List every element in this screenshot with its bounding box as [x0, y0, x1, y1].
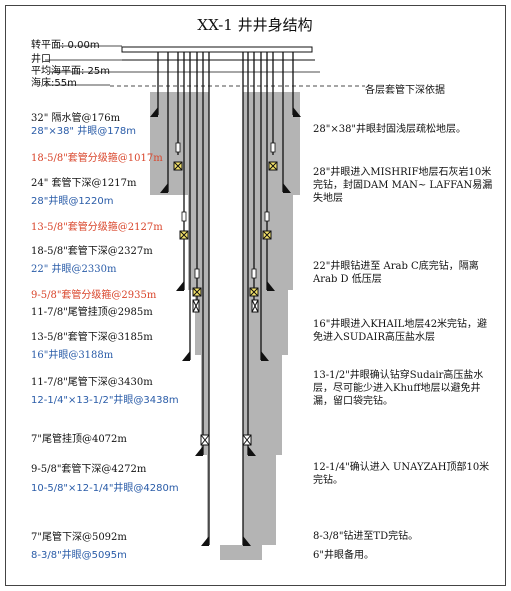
depth-label: 28"×38" 井眼@178m	[31, 126, 137, 137]
depth-label: 24" 套管下深@1217m	[31, 178, 137, 189]
depth-label: 16"井眼@3188m	[31, 350, 114, 361]
casing-reason-note: 28"×38"井眼封固浅层疏松地层。	[313, 124, 467, 135]
casing-reason-note: 13-1/2"井眼确认钻穿Sudair高压盐水层，尽可能少进入Khuff地层以避…	[313, 370, 484, 407]
collar-couplings	[175, 142, 276, 279]
depth-label: 13-5/8"套管下深@3185m	[31, 332, 153, 343]
casing-reason-note: 28"井眼进入MISHRIF地层石灰岩10米完钻，封固DAM MAN~ LAFF…	[313, 167, 493, 204]
depth-label: 13-5/8"套管分级箍@2127m	[31, 222, 163, 233]
wellhead-label: 井口	[31, 54, 51, 65]
depth-label: 8-3/8"井眼@5095m	[31, 550, 127, 561]
depth-label: 22" 井眼@2330m	[31, 264, 117, 275]
stage-collars	[173, 161, 278, 297]
seabed-label: 海床:55m	[31, 78, 77, 89]
wellhead-flange	[121, 46, 313, 53]
depth-label: 7"尾管下深@5092m	[31, 532, 127, 543]
depth-label: 28"井眼@1220m	[31, 196, 114, 207]
casing-reason-note: 16"井眼进入KHAIL地层42米完钻，避免进入SUDAIR高压盐水层	[313, 319, 488, 343]
depth-label: 10-5/8"×12-1/4"井眼@4280m	[31, 483, 179, 494]
rotary-table-label: 转平面: 0.00m	[31, 40, 100, 51]
depth-label: 9-5/8"套管下深@4272m	[31, 464, 147, 475]
casing-strings-right	[242, 52, 294, 545]
sea-level-label: 平均海平面: 25m	[31, 66, 111, 77]
diagram-title: XX-1 井井身结构	[197, 16, 313, 34]
depth-label: 7"尾管挂顶@4072m	[31, 434, 127, 445]
liner-hangers	[192, 299, 259, 446]
casing-reason-note: 22"井眼钻进至 Arab C底完钻，隔离Arab D 低压层	[313, 261, 479, 285]
depth-label: 32" 隔水管@176m	[31, 113, 121, 124]
casing-shoes	[150, 107, 301, 546]
casing-reason-note: 6"井眼备用。	[313, 550, 374, 561]
depth-label: 18-5/8"套管下深@2327m	[31, 246, 153, 257]
depth-label: 11-7/8"尾管下深@3430m	[31, 377, 153, 388]
casing-strings-left	[157, 52, 210, 545]
reference-note: 各层套管下深依据	[365, 85, 445, 96]
depth-label: 12-1/4"×13-1/2"井眼@3438m	[31, 395, 179, 406]
casing-reason-note: 12-1/4"确认进入 UNAYZAH顶部10米完钻。	[313, 462, 490, 486]
depth-label: 9-5/8"套管分级箍@2935m	[31, 290, 157, 301]
depth-label: 18-5/8"套管分级箍@1017m	[31, 153, 163, 164]
inner-bore	[209, 92, 243, 545]
casing-reason-note: 8-3/8"钻进至TD完钻。	[313, 531, 419, 542]
depth-label: 11-7/8"尾管挂顶@2985m	[31, 307, 153, 318]
frame-border	[5, 5, 506, 586]
